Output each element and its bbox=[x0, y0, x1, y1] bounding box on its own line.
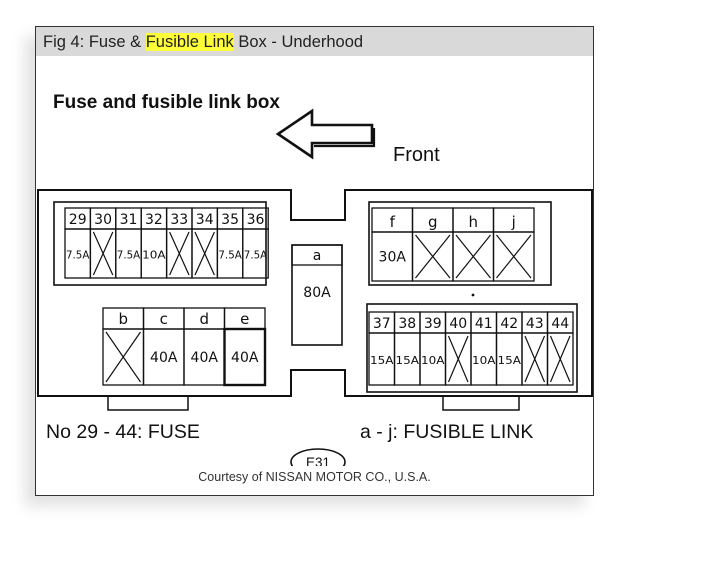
slot-id-40: 40 bbox=[449, 316, 467, 332]
dot-mark bbox=[471, 293, 475, 297]
slot-id-33: 33 bbox=[170, 212, 188, 228]
slot-id-42: 42 bbox=[500, 316, 518, 332]
empty-slot-mark-43 bbox=[524, 335, 546, 383]
slot-rating-42: 15A bbox=[498, 354, 522, 367]
slot-id-e: e bbox=[240, 310, 249, 328]
slot-id-b: b bbox=[118, 310, 128, 328]
slot-rating-a: 80A bbox=[303, 285, 331, 301]
caption-prefix: Fig 4: Fuse & bbox=[43, 33, 146, 51]
slot-id-g: g bbox=[428, 213, 438, 231]
slot-id-41: 41 bbox=[475, 316, 493, 332]
slot-id-h: h bbox=[468, 213, 478, 231]
slot-body-36 bbox=[242, 228, 269, 279]
empty-slot-mark-33 bbox=[169, 231, 190, 276]
slot-id-36: 36 bbox=[247, 212, 265, 228]
slot-id-39: 39 bbox=[424, 316, 442, 332]
front-arrow-icon bbox=[275, 108, 376, 160]
slot-rating-32: 10A bbox=[142, 249, 166, 262]
slot-rating-c: 40A bbox=[150, 350, 178, 366]
slot-rating-36: 7.5A bbox=[244, 249, 268, 262]
figure-caption: Fig 4: Fuse & Fusible Link Box - Underho… bbox=[36, 27, 593, 56]
slot-body-44 bbox=[546, 332, 574, 386]
legend-fusible-link: a - j: FUSIBLE LINK bbox=[360, 421, 533, 443]
slot-id-j: j bbox=[511, 213, 516, 231]
empty-slot-mark-30 bbox=[92, 231, 114, 276]
empty-slot-mark-34 bbox=[194, 231, 215, 276]
slot-id-30: 30 bbox=[94, 212, 112, 228]
fuse-box-diagram: Fuse and fusible link box Front 29 7.5A 30… bbox=[37, 92, 593, 466]
center-link-a: a 80A bbox=[291, 244, 343, 346]
link-block-top-right: f 30A g h j bbox=[368, 201, 552, 286]
caption-highlight: Fusible Link bbox=[145, 33, 234, 51]
slot-id-37: 37 bbox=[373, 316, 391, 332]
slot-rating-41: 10A bbox=[472, 354, 496, 367]
slot-id-35: 35 bbox=[221, 212, 239, 228]
slot-rating-e: 40A bbox=[231, 350, 259, 366]
slot-rating-37: 15A bbox=[370, 354, 394, 367]
slot-rating-35: 7.5A bbox=[218, 249, 242, 262]
empty-slot-mark-h bbox=[455, 234, 491, 279]
slot-rating-31: 7.5A bbox=[117, 249, 141, 262]
diagram-title: Fuse and fusible link box bbox=[53, 92, 280, 113]
slot-rating-f: 30A bbox=[379, 250, 407, 266]
legend-fuse: No 29 - 44: FUSE bbox=[46, 421, 200, 443]
front-label: Front bbox=[393, 144, 440, 166]
slot-id-34: 34 bbox=[196, 212, 214, 228]
empty-slot-mark-j bbox=[496, 234, 532, 279]
empty-slot-mark-g bbox=[415, 234, 451, 279]
slot-id-d: d bbox=[199, 310, 209, 328]
slot-id-f: f bbox=[390, 213, 396, 231]
slot-id-31: 31 bbox=[120, 212, 138, 228]
slot-id-43: 43 bbox=[526, 316, 544, 332]
empty-slot-mark-40 bbox=[447, 335, 469, 383]
slot-id-c: c bbox=[160, 310, 168, 328]
credit-line: Courtesy of NISSAN MOTOR CO., U.S.A. bbox=[198, 470, 431, 484]
mount-tab-right bbox=[442, 395, 520, 411]
slot-id-44: 44 bbox=[551, 316, 569, 332]
slot-id-29: 29 bbox=[69, 212, 87, 228]
slot-rating-29: 7.5A bbox=[66, 249, 90, 262]
slot-header-a bbox=[291, 244, 343, 266]
slot-id-a: a bbox=[313, 248, 322, 264]
diagram-code: E31 bbox=[306, 455, 330, 466]
housing-outline bbox=[37, 189, 593, 397]
slot-rating-38: 15A bbox=[396, 354, 420, 367]
slot-body-e bbox=[223, 327, 267, 387]
slot-id-32: 32 bbox=[145, 212, 163, 228]
empty-slot-mark-b bbox=[105, 331, 141, 383]
caption-suffix: Box - Underhood bbox=[233, 33, 364, 51]
slot-id-38: 38 bbox=[398, 316, 416, 332]
fuse-block-top-left: 29 7.5A 30 31 7.5A 32 10A 33 34 35 7.5A 36 7.5A bbox=[53, 201, 269, 286]
empty-slot-mark-44 bbox=[549, 335, 571, 383]
fuse-block-bottom-right: 37 15A 38 15A 39 10A 40 41 10A 42 15A 43 44 bbox=[366, 303, 578, 393]
slot-rating-d: 40A bbox=[191, 350, 219, 366]
code-oval bbox=[290, 448, 346, 466]
figure-frame: Fig 4: Fuse & Fusible Link Box - Underho… bbox=[35, 26, 594, 496]
mount-tab-left bbox=[107, 395, 189, 411]
slot-body-j bbox=[492, 231, 535, 282]
slot-rating-39: 10A bbox=[421, 354, 445, 367]
link-block-bottom-left: b c 40A d 40A e 40A bbox=[102, 307, 267, 387]
